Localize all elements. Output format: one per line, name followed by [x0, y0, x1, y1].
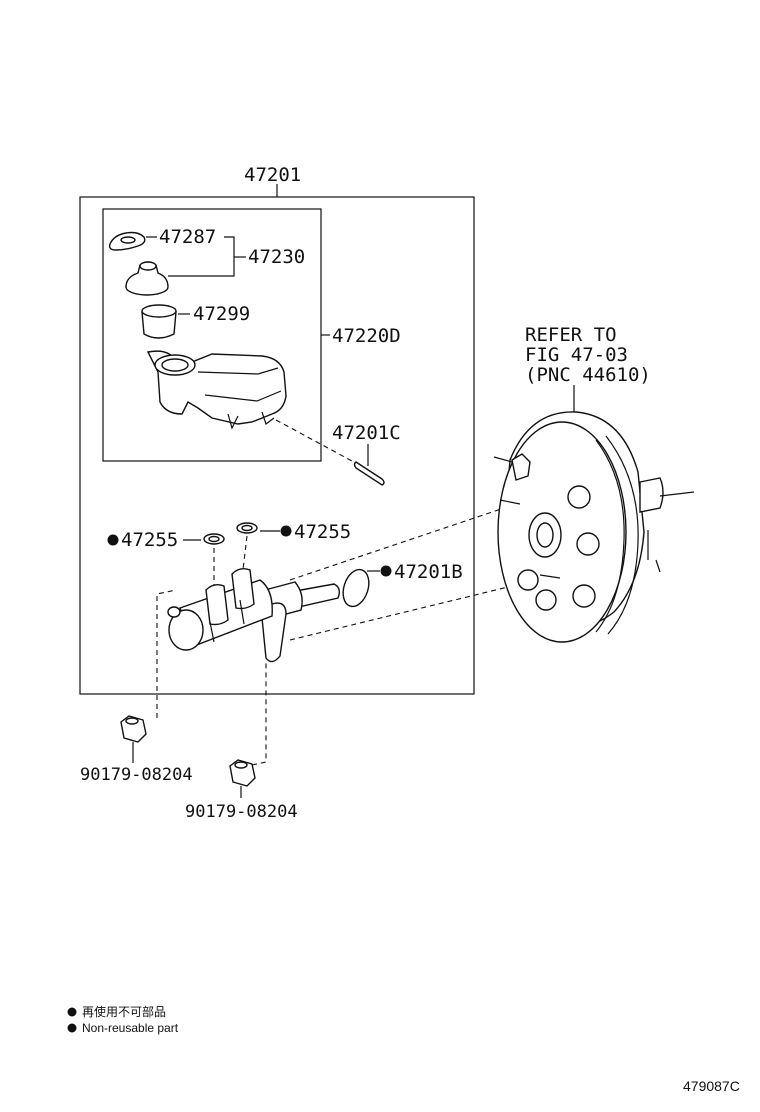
- gasket-47287: [108, 231, 146, 251]
- grommet-47255-right: [236, 522, 258, 534]
- reservoir-tank: [146, 350, 287, 430]
- callout-90179-08204-right: 90179-08204: [185, 802, 298, 822]
- refer-line-2: FIG 47-03: [525, 344, 628, 366]
- grommet-47255-left: [203, 533, 225, 545]
- brake-booster: [493, 411, 695, 643]
- non-reusable-mark-right: [280, 525, 292, 537]
- callout-47287: 47287: [159, 226, 216, 248]
- refer-line-1: REFER TO: [525, 324, 617, 346]
- strainer-47299: [141, 304, 177, 339]
- callout-47255-right: 47255: [294, 521, 351, 543]
- callout-90179-08204-left: 90179-08204: [80, 765, 193, 785]
- callout-47201C: 47201C: [332, 422, 401, 444]
- figure-code: 479087C: [683, 1078, 740, 1094]
- legend-en: Non-reusable part: [82, 1021, 179, 1035]
- callout-47220D: 47220D: [332, 325, 401, 347]
- legend-bullet-en: [67, 1023, 77, 1033]
- callout-47201B: 47201B: [394, 561, 463, 583]
- master-cylinder: [167, 567, 341, 663]
- pin-47201C: [353, 461, 385, 486]
- refer-line-3: (PNC 44610): [525, 364, 651, 386]
- reservoir-cap: [125, 261, 169, 296]
- non-reusable-mark-left: [107, 534, 119, 546]
- o-ring-47201B: [342, 568, 370, 608]
- callout-47201: 47201: [244, 164, 301, 186]
- non-reusable-mark-oring: [380, 565, 392, 577]
- legend-bullet-jp: [67, 1007, 77, 1017]
- callout-47299: 47299: [193, 303, 250, 325]
- nut-90179-08204-right: [229, 759, 256, 787]
- legend-jp: 再使用不可部品: [82, 1004, 166, 1019]
- callout-47230: 47230: [248, 246, 305, 268]
- nut-90179-08204-left: [120, 715, 147, 743]
- callout-47255-left: 47255: [121, 529, 178, 551]
